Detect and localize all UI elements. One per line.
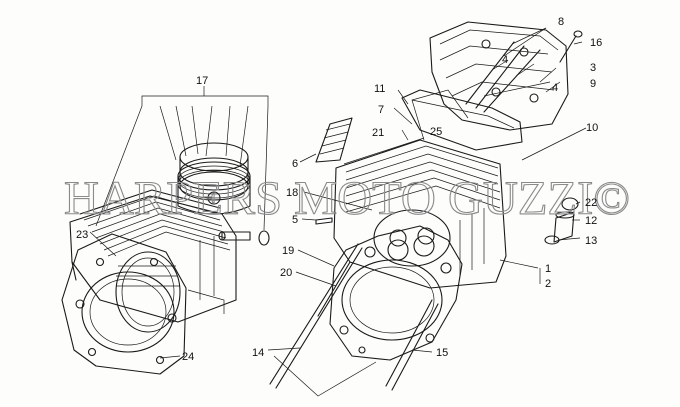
label-6: 6 <box>292 158 298 170</box>
cylinder-head <box>333 89 507 289</box>
label-2: 2 <box>545 278 551 290</box>
label-14: 14 <box>252 347 264 359</box>
rocker-gasket <box>401 89 523 151</box>
piston <box>177 161 251 215</box>
combustion-chamber-face <box>373 209 451 267</box>
stud-bracket-14-15 <box>273 355 377 397</box>
label-9: 9 <box>590 78 596 90</box>
cylinder-base-gasket <box>61 233 187 375</box>
label-16: 16 <box>590 37 602 49</box>
long-stud-left <box>269 243 363 389</box>
label-23: 23 <box>76 229 88 241</box>
label-13: 13 <box>585 235 597 247</box>
label-4-upper: 4 <box>502 54 508 66</box>
label-25: 25 <box>430 126 442 138</box>
pin-circlip <box>258 230 270 246</box>
label-5: 5 <box>292 214 298 226</box>
label-21: 21 <box>372 127 384 139</box>
label-12: 12 <box>585 215 597 227</box>
label-24: 24 <box>182 351 194 363</box>
piston-pin <box>218 231 251 241</box>
head-gasket <box>329 225 463 361</box>
long-stud-right <box>385 299 439 391</box>
label-19: 19 <box>282 245 294 257</box>
label-10: 10 <box>586 122 598 134</box>
label-18: 18 <box>286 187 298 199</box>
rocker-cover <box>429 21 569 131</box>
label-3: 3 <box>590 62 596 74</box>
valve-guide-cover <box>315 117 353 163</box>
head-bolt-16 <box>559 30 583 63</box>
group-bracket-17 <box>95 86 269 231</box>
cap-22 <box>561 197 579 211</box>
leader-lines <box>89 27 587 359</box>
sleeve-12 <box>553 211 575 243</box>
watermark: HARPERS MOTO GUZZI© <box>64 172 630 225</box>
part-labels: 1 2 3 4 4 5 6 7 8 9 10 11 12 13 14 15 16… <box>76 16 602 363</box>
label-22: 22 <box>585 197 597 209</box>
rocker-arm-shafts <box>465 41 541 113</box>
label-4-lower: 4 <box>552 82 558 94</box>
label-11: 11 <box>374 83 385 95</box>
cylinder-bore <box>115 251 181 333</box>
label-7: 7 <box>378 104 384 116</box>
washer-13 <box>544 235 560 245</box>
stud-short <box>315 217 333 225</box>
label-8: 8 <box>558 16 564 28</box>
label-1: 1 <box>545 263 551 275</box>
label-17: 17 <box>196 75 208 87</box>
label-15: 15 <box>436 347 448 359</box>
label-20: 20 <box>280 267 292 279</box>
